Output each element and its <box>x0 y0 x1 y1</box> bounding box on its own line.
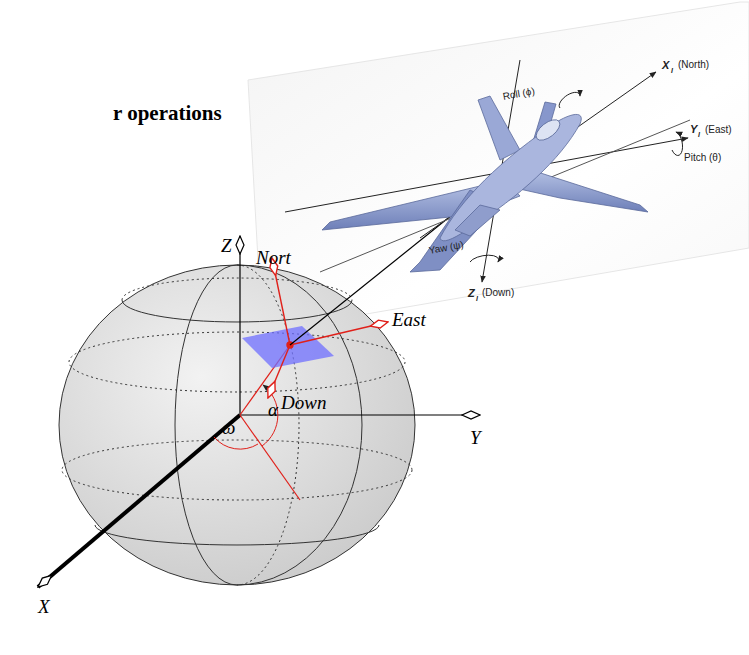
axis-subscript: I <box>671 67 673 74</box>
frame-label: Down <box>281 393 326 412</box>
axis-label: (North) <box>678 60 709 70</box>
heading-fragment: r operations <box>113 103 222 124</box>
axis-label: Z <box>221 236 232 255</box>
axis-label: (Down) <box>482 288 514 298</box>
body-axes <box>285 60 690 282</box>
axis-label: Y <box>470 428 481 447</box>
axis-subscript: I <box>698 131 700 138</box>
ned-frame <box>268 258 388 398</box>
frame-label: East <box>392 310 426 329</box>
axis-label: X <box>38 597 50 616</box>
geodetic-lines <box>214 345 300 500</box>
fighter-jet <box>322 96 648 272</box>
angle-label: ω <box>222 418 235 437</box>
ecef-axes <box>38 236 480 587</box>
axis-label: Y <box>690 124 697 135</box>
frame-label: Nort <box>256 248 291 267</box>
axis-label: (East) <box>705 125 732 135</box>
angle-label: α <box>268 400 278 419</box>
photo-panel <box>248 2 749 332</box>
rotation-label: Pitch (θ) <box>684 153 721 163</box>
earth-ellipsoid <box>59 265 415 585</box>
axis-subscript: I <box>476 295 478 302</box>
axis-label: X <box>662 60 669 71</box>
axis-label: Z <box>468 288 475 299</box>
